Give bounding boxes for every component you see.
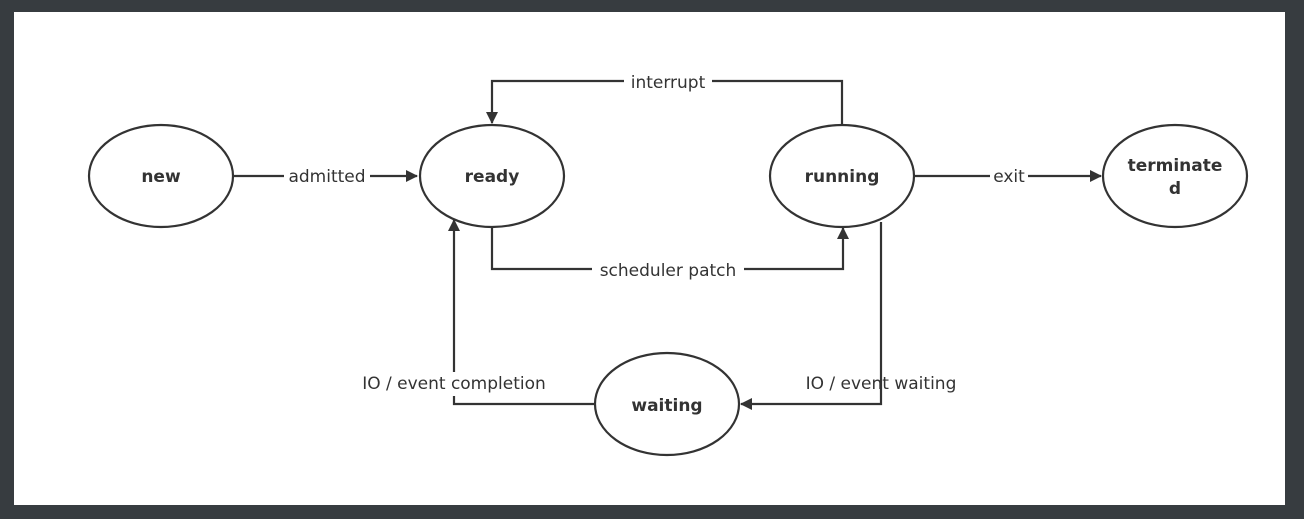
state-waiting-shape xyxy=(593,351,741,457)
state-ready-shape xyxy=(418,123,566,229)
state-terminated-label-line2: d xyxy=(1169,179,1181,199)
state-ready: ready xyxy=(418,123,566,229)
state-terminated-label-line1: terminate xyxy=(1128,156,1223,176)
edge-exit: exit xyxy=(915,164,1102,188)
state-terminated-shape xyxy=(1101,123,1249,229)
state-ready-label: ready xyxy=(465,167,520,187)
state-new-shape xyxy=(87,123,235,229)
io-event-waiting-label: IO / event waiting xyxy=(806,374,957,394)
state-new-label: new xyxy=(141,167,181,187)
edge-scheduler-patch: scheduler patch xyxy=(490,227,849,281)
interrupt-label: interrupt xyxy=(631,73,706,93)
edge-io-event-waiting: IO / event waiting xyxy=(740,222,957,410)
diagram-canvas: admitted interrupt scheduler patch exit … xyxy=(14,12,1285,505)
scheduler-patch-label: scheduler patch xyxy=(600,261,737,281)
io-event-completion-arrow xyxy=(448,219,595,406)
io-event-completion-label: IO / event completion xyxy=(362,374,546,394)
edge-io-event-completion: IO / event completion xyxy=(362,219,595,406)
state-new: new xyxy=(87,123,235,229)
state-running: running xyxy=(768,123,916,229)
edge-admitted: admitted xyxy=(233,164,418,188)
state-running-label: running xyxy=(805,167,880,187)
io-event-waiting-arrow xyxy=(740,222,883,410)
edge-interrupt: interrupt xyxy=(486,69,844,124)
state-terminated: terminate d xyxy=(1101,123,1249,229)
admitted-label: admitted xyxy=(288,167,365,187)
exit-label: exit xyxy=(993,167,1025,187)
state-running-shape xyxy=(768,123,916,229)
state-waiting: waiting xyxy=(593,351,741,457)
state-waiting-label: waiting xyxy=(631,396,702,416)
